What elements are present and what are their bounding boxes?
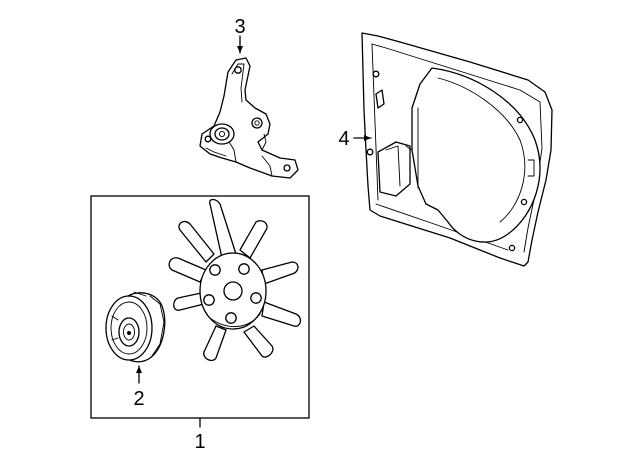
fan-shroud-part (361, 32, 553, 267)
fan-blade-part (168, 198, 302, 362)
bracket-part (199, 57, 299, 179)
callout-1-label: 1 (194, 431, 205, 453)
fan-clutch-part (105, 291, 166, 363)
callout-2-label: 2 (133, 388, 144, 410)
callout-3-label: 3 (234, 16, 245, 38)
callout-4-label: 4 (338, 128, 349, 150)
